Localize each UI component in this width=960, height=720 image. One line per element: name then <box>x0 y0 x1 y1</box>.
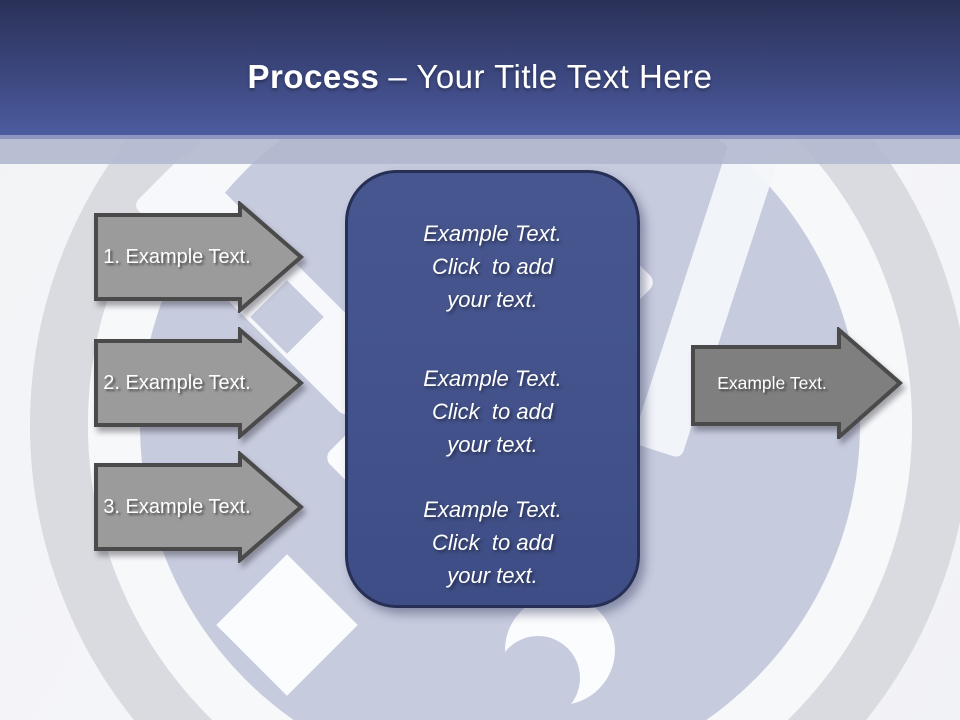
placeholder-paragraph-3[interactable]: Example Text. Click to add your text. <box>423 497 562 588</box>
header-separator-line <box>0 135 960 139</box>
process-step-3-label: 3. Example Text. <box>103 495 251 518</box>
header-accent-band <box>0 139 960 164</box>
placeholder-paragraph-1[interactable]: Example Text. Click to add your text. <box>423 221 562 312</box>
process-output-arrow[interactable]: Example Text. <box>691 327 903 439</box>
process-step-3-arrow[interactable]: 3. Example Text. <box>94 451 304 563</box>
slide-title-subtitle: – Your Title Text Here <box>388 57 713 95</box>
placeholder-paragraph-2[interactable]: Example Text. Click to add your text. <box>423 366 562 457</box>
watermark-blob-cutout <box>496 636 580 720</box>
process-step-2-arrow[interactable]: 2. Example Text. <box>94 327 304 439</box>
right-arrow-shape <box>94 201 304 313</box>
process-step-1-arrow[interactable]: 1. Example Text. <box>94 201 304 313</box>
slide-title-keyword: Process <box>247 57 380 95</box>
right-arrow-shape <box>691 327 903 439</box>
center-text-placeholder-box[interactable]: Example Text. Click to add your text. Ex… <box>345 170 640 608</box>
process-step-1-label: 1. Example Text. <box>103 245 251 268</box>
process-step-2-label: 2. Example Text. <box>103 371 251 394</box>
header-bar: Process– Your Title Text Here <box>0 0 960 135</box>
right-arrow-shape <box>94 327 304 439</box>
slide-title: Process– Your Title Text Here <box>247 58 712 96</box>
process-output-label: Example Text. <box>717 372 827 393</box>
right-arrow-shape <box>94 451 304 563</box>
